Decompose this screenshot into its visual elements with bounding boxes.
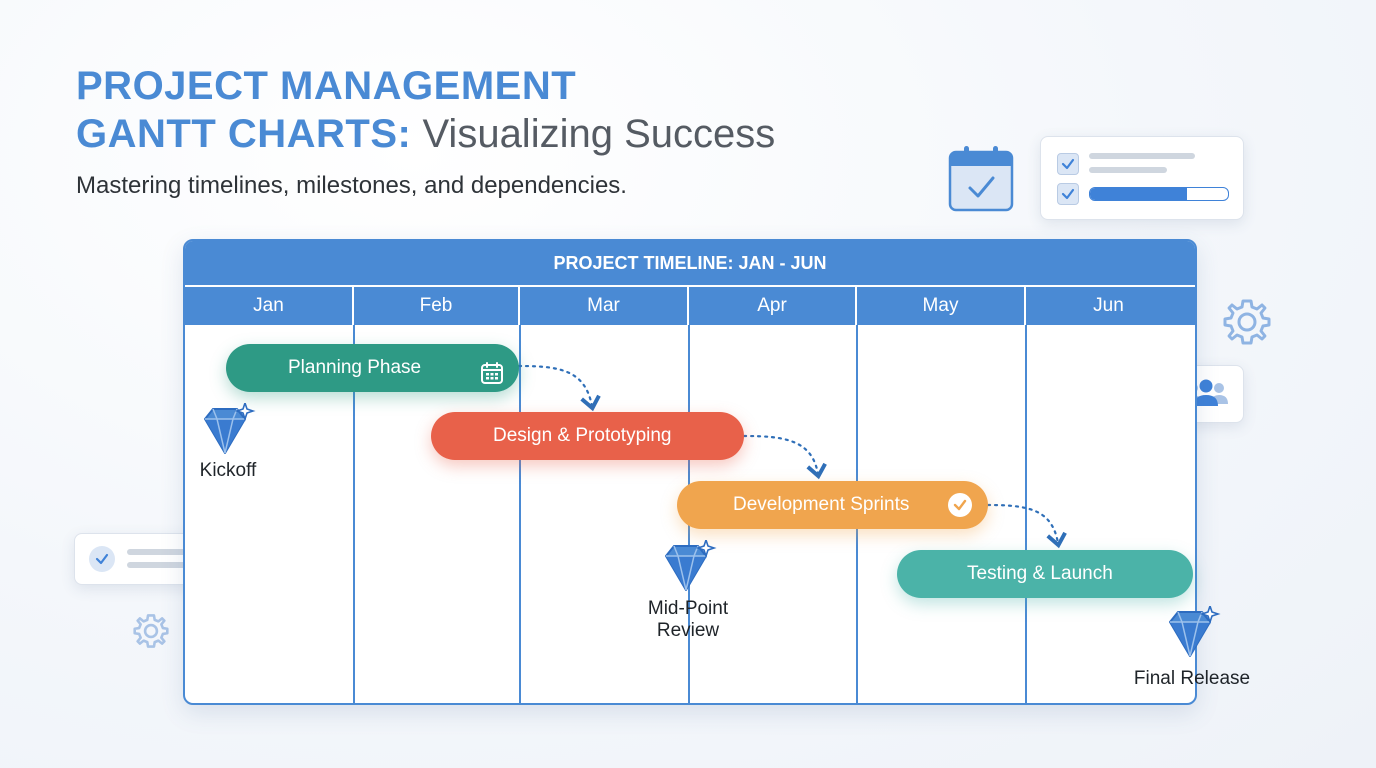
page-subtitle: Mastering timelines, milestones, and dep…: [76, 172, 627, 199]
checkbox-icon: [1057, 153, 1079, 175]
gear-icon: [131, 611, 171, 651]
task-label: Planning Phase: [288, 357, 422, 378]
title-line2-light: Visualizing Success: [411, 112, 776, 156]
milestone-label: Mid-Point Review: [628, 598, 748, 642]
milestone-label-line1: Mid-Point: [647, 598, 729, 619]
milestone-label: Final Release: [1133, 668, 1251, 689]
check-icon: [948, 493, 972, 517]
task-bar-design[interactable]: Design & Prototyping: [431, 412, 744, 460]
month-gridline: [353, 325, 355, 703]
checklist-card: [1040, 136, 1244, 220]
chart-title: PROJECT TIMELINE: JAN - JUN: [185, 241, 1195, 285]
calendar-check-icon: [948, 144, 1014, 212]
month-gridline: [519, 325, 521, 703]
milestone-diamond-icon: [1164, 603, 1222, 665]
title-line2-strong: GANTT CHARTS:: [76, 112, 412, 156]
task-label: Design & Prototyping: [493, 425, 672, 446]
month-apr: Apr: [689, 287, 857, 325]
check-circle-icon: [89, 546, 115, 572]
month-jan: Jan: [185, 287, 354, 325]
milestone-label: Kickoff: [199, 460, 257, 481]
month-gridline: [1025, 325, 1027, 703]
milestone-diamond-icon: [660, 537, 718, 599]
month-may: May: [857, 287, 1026, 325]
month-mar: Mar: [520, 287, 689, 325]
gantt-chart: PROJECT TIMELINE: JAN - JUN Jan Feb Mar …: [183, 239, 1197, 705]
task-bar-testing[interactable]: Testing & Launch: [897, 550, 1193, 598]
placeholder-line: [1089, 153, 1195, 159]
task-label: Testing & Launch: [967, 563, 1113, 584]
placeholder-line: [127, 562, 205, 568]
task-bar-planning[interactable]: Planning Phase: [226, 344, 519, 392]
task-bar-development[interactable]: Development Sprints: [677, 481, 988, 529]
milestone-label-line2: Review: [656, 620, 720, 641]
progress-fill: [1090, 188, 1187, 200]
month-feb: Feb: [354, 287, 520, 325]
page-title: PROJECT MANAGEMENT GANTT CHARTS: Visuali…: [76, 62, 775, 158]
progress-bar: [1089, 187, 1229, 201]
calendar-icon: [480, 356, 504, 404]
milestone-diamond-icon: [199, 400, 257, 462]
title-line1: PROJECT MANAGEMENT: [76, 64, 577, 108]
checkbox-icon: [1057, 183, 1079, 205]
placeholder-line: [1089, 167, 1167, 173]
gear-icon: [1220, 295, 1274, 349]
month-header-row: Jan Feb Mar Apr May Jun: [185, 287, 1195, 325]
month-jun: Jun: [1093, 295, 1124, 316]
task-label: Development Sprints: [733, 494, 910, 515]
